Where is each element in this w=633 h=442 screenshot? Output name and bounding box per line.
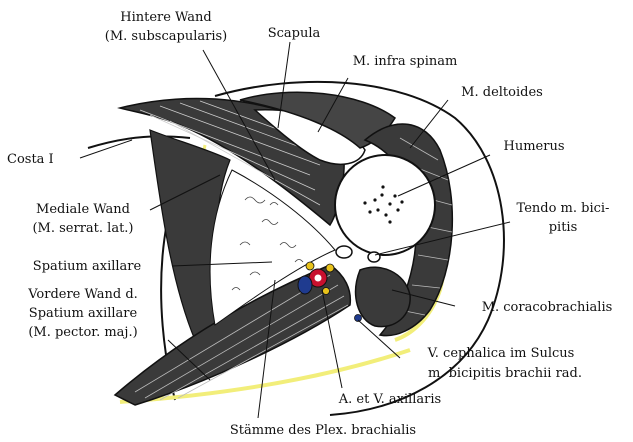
label-hintere-wand-line2: (M. subscapularis) [105, 29, 227, 44]
humerus-bone [335, 155, 435, 255]
label-tendo-line2: pitis [549, 220, 578, 235]
coracobrachialis-muscle [356, 267, 411, 326]
label-coracobrachialis: M. coracobrachialis [482, 300, 613, 315]
label-tendo-line1: Tendo m. bici- [517, 201, 610, 216]
plexus-nerve-3 [323, 288, 330, 295]
axillary-artery-lumen [315, 275, 322, 282]
label-deltoides: M. deltoides [461, 85, 543, 100]
label-vordere-wand-line3: (M. pector. maj.) [28, 325, 137, 340]
label-plexus-brachialis: Stämme des Plex. brachialis [230, 423, 416, 438]
label-cephalica-line2: m. bicipitis brachii rad. [428, 366, 582, 381]
label-axillaris: A. et V. axillaris [338, 392, 441, 407]
label-hintere-wand-line1: Hintere Wand [120, 10, 212, 25]
label-mediale-wand-line2: (M. serrat. lat.) [32, 221, 133, 236]
label-vordere-wand-line1: Vordere Wand d. [27, 287, 138, 302]
label-spatium-axillare: Spatium axillare [33, 259, 142, 274]
label-cephalica-line1: V. cephalica im Sulcus [427, 346, 575, 361]
label-mediale-wand-line1: Mediale Wand [36, 202, 130, 217]
biceps-tendon [368, 252, 380, 262]
label-scapula: Scapula [268, 26, 321, 41]
plexus-nerve-1 [306, 262, 314, 270]
label-infra-spinam: M. infra spinam [353, 54, 458, 69]
label-vordere-wand-line2: Spatium axillare [29, 306, 138, 321]
label-humerus: Humerus [504, 139, 565, 154]
plexus-nerve-2 [326, 264, 334, 272]
axillary-vein [298, 276, 312, 294]
coracoid-structure [336, 246, 352, 258]
label-costa: Costa I [7, 152, 54, 167]
